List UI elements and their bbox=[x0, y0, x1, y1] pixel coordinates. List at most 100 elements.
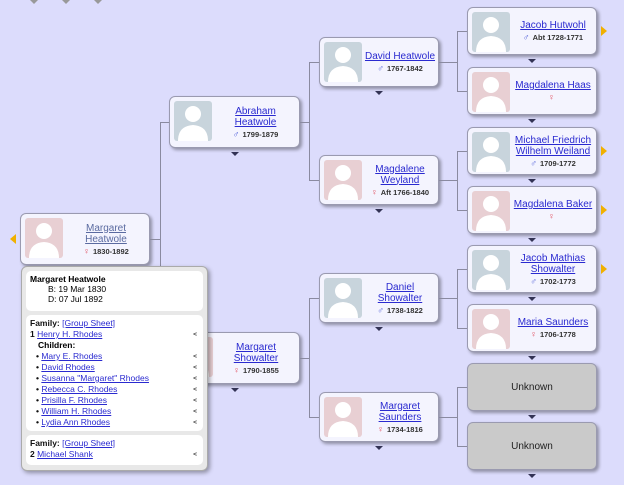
connector-line bbox=[160, 122, 169, 123]
person-card-michael-weiland[interactable]: Michael Friedrich Wilhelm Weiland♂1709-1… bbox=[467, 127, 597, 175]
person-link[interactable]: William H. Rhodes bbox=[41, 406, 112, 416]
person-name-link[interactable]: Maria Saunders bbox=[517, 317, 589, 328]
expand-children-icon[interactable] bbox=[528, 297, 536, 301]
connector-line bbox=[457, 328, 467, 329]
row-prefix: 1 bbox=[30, 329, 38, 339]
expand-children-icon[interactable] bbox=[528, 179, 536, 183]
expand-descendants-icon[interactable] bbox=[10, 234, 16, 244]
person-name-link[interactable]: Margaret Heatwole bbox=[85, 222, 127, 245]
pedigree-tree-icon[interactable]: ⪪ bbox=[193, 353, 197, 360]
collapse-marker-icon[interactable] bbox=[94, 0, 102, 4]
pedigree-tree-icon[interactable]: ⪪ bbox=[193, 386, 197, 393]
person-info: Magdalena Haas♀ bbox=[512, 68, 594, 114]
person-link[interactable]: Prisilla F. Rhodes bbox=[41, 395, 108, 405]
person-name-link[interactable]: Magdalene Weyland bbox=[375, 163, 425, 186]
expand-children-icon[interactable] bbox=[375, 91, 383, 95]
expand-children-icon[interactable] bbox=[528, 59, 536, 63]
person-card-magdalena-baker[interactable]: Magdalena Baker♀ bbox=[467, 186, 597, 234]
pedigree-tree-icon[interactable]: ⪪ bbox=[193, 331, 197, 338]
person-name-link[interactable]: Magdalena Haas bbox=[515, 80, 591, 91]
person-card-magdalene-weyland[interactable]: Magdalene Weyland♀Aft 1766-1840 bbox=[319, 155, 439, 205]
person-name-link[interactable]: Abraham Heatwole bbox=[234, 105, 277, 128]
person-dates: ♂Abt 1728-1771 bbox=[523, 32, 583, 42]
person-dates: ♂1767-1842 bbox=[377, 63, 423, 73]
person-name-link[interactable]: David Heatwole bbox=[364, 51, 436, 62]
person-card-margaret-heatwole[interactable]: Margaret Heatwole♀1830-1892 bbox=[20, 213, 150, 265]
female-icon: ♀ bbox=[548, 92, 555, 102]
dates-text: 1830-1892 bbox=[92, 246, 129, 256]
dates-text: 1799-1879 bbox=[242, 129, 279, 139]
pedigree-tree-icon[interactable]: ⪪ bbox=[193, 397, 197, 404]
expand-children-icon[interactable] bbox=[528, 119, 536, 123]
person-link[interactable]: Rebecca C. Rhodes bbox=[41, 384, 118, 394]
person-card-maria-saunders[interactable]: Maria Saunders♀1706-1778 bbox=[467, 304, 597, 352]
person-card-margaret-saunders[interactable]: Margaret Saunders♀1734-1816 bbox=[319, 392, 439, 442]
expand-children-icon[interactable] bbox=[528, 238, 536, 242]
person-dates: ♀1830-1892 bbox=[83, 246, 129, 256]
group-sheet-link[interactable]: [Group Sheet] bbox=[62, 318, 116, 328]
connector-line bbox=[457, 31, 458, 91]
pedigree-tree-icon[interactable]: ⪪ bbox=[193, 364, 197, 371]
connector-line bbox=[309, 62, 319, 63]
expand-ancestors-icon[interactable] bbox=[601, 26, 607, 36]
person-card-magdalena-haas[interactable]: Magdalena Haas♀ bbox=[467, 67, 597, 115]
connector-line bbox=[457, 151, 467, 152]
expand-children-icon[interactable] bbox=[375, 327, 383, 331]
person-link[interactable]: David Rhodes bbox=[41, 362, 95, 372]
row-prefix: • bbox=[36, 362, 42, 372]
avatar bbox=[472, 250, 510, 290]
person-name-link[interactable]: Margaret Showalter bbox=[233, 341, 279, 364]
expand-children-icon[interactable] bbox=[231, 388, 239, 392]
expand-ancestors-icon[interactable] bbox=[601, 205, 607, 215]
person-name-link[interactable]: Jacob Hutwohl bbox=[520, 20, 586, 31]
avatar bbox=[324, 42, 362, 82]
connector-line bbox=[457, 446, 467, 447]
person-name-link[interactable]: Jacob Mathias Showalter bbox=[520, 252, 586, 275]
person-name-link[interactable]: Margaret Saunders bbox=[378, 400, 422, 423]
person-card-jacob-hutwohl[interactable]: Jacob Hutwohl♂Abt 1728-1771 bbox=[467, 7, 597, 55]
person-link[interactable]: Michael Shank bbox=[37, 449, 93, 459]
avatar bbox=[25, 218, 63, 258]
pedigree-tree-icon[interactable]: ⪪ bbox=[193, 419, 197, 426]
connector-line bbox=[300, 122, 309, 123]
collapse-marker-icon[interactable] bbox=[30, 0, 38, 4]
person-info: Michael Friedrich Wilhelm Weiland♂1709-1… bbox=[512, 128, 594, 174]
expand-children-icon[interactable] bbox=[375, 209, 383, 213]
person-info: Margaret Showalter♀1790-1855 bbox=[215, 333, 297, 383]
person-card-abraham-heatwole[interactable]: Abraham Heatwole♂1799-1879 bbox=[169, 96, 300, 148]
dates-text: 1702-1773 bbox=[539, 276, 576, 286]
expand-children-icon[interactable] bbox=[528, 415, 536, 419]
expand-children-icon[interactable] bbox=[230, 152, 239, 156]
pedigree-tree-icon[interactable]: ⪪ bbox=[193, 408, 197, 415]
group-sheet-link[interactable]: [Group Sheet] bbox=[62, 438, 116, 448]
person-link[interactable]: Henry H. Rhodes bbox=[37, 329, 103, 339]
male-icon: ♂ bbox=[522, 32, 530, 42]
person-info: Magdalene Weyland♀Aft 1766-1840 bbox=[364, 156, 436, 204]
expand-ancestors-icon[interactable] bbox=[601, 264, 607, 274]
dates-text: 1709-1772 bbox=[539, 158, 576, 168]
person-link[interactable]: Lydia Ann Rhodes bbox=[41, 417, 111, 427]
expand-ancestors-icon[interactable] bbox=[601, 146, 607, 156]
person-dates: ♀1706-1778 bbox=[530, 329, 576, 339]
person-name-link[interactable]: Magdalena Baker bbox=[513, 199, 593, 210]
female-icon: ♀ bbox=[530, 329, 537, 339]
person-name-link[interactable]: Michael Friedrich Wilhelm Weiland bbox=[514, 134, 592, 157]
spouse-row: 2 Michael Shank⪪ bbox=[30, 449, 199, 460]
person-link[interactable]: Mary E. Rhodes bbox=[41, 351, 103, 361]
expand-children-icon[interactable] bbox=[528, 474, 536, 478]
person-link[interactable]: Susanna "Margaret" Rhodes bbox=[41, 373, 149, 383]
connector-line bbox=[457, 31, 467, 32]
person-card-jacob-showalter[interactable]: Jacob Mathias Showalter♂1702-1773 bbox=[467, 245, 597, 293]
collapse-marker-icon[interactable] bbox=[62, 0, 70, 4]
person-name-link[interactable]: Daniel Showalter bbox=[377, 281, 423, 304]
child-row: • Lydia Ann Rhodes⪪ bbox=[30, 417, 199, 428]
pedigree-tree-icon[interactable]: ⪪ bbox=[193, 451, 197, 458]
popup-death: D: 07 Jul 1892 bbox=[48, 294, 103, 304]
person-card-daniel-showalter[interactable]: Daniel Showalter♂1738-1822 bbox=[319, 273, 439, 323]
person-card-david-heatwole[interactable]: David Heatwole♂1767-1842 bbox=[319, 37, 439, 87]
spouse-row: 1 Henry H. Rhodes ⪪ bbox=[30, 329, 199, 340]
pedigree-tree-icon[interactable]: ⪪ bbox=[193, 375, 197, 382]
person-info: Maria Saunders♀1706-1778 bbox=[512, 305, 594, 351]
expand-children-icon[interactable] bbox=[375, 446, 383, 450]
expand-children-icon[interactable] bbox=[528, 356, 536, 360]
